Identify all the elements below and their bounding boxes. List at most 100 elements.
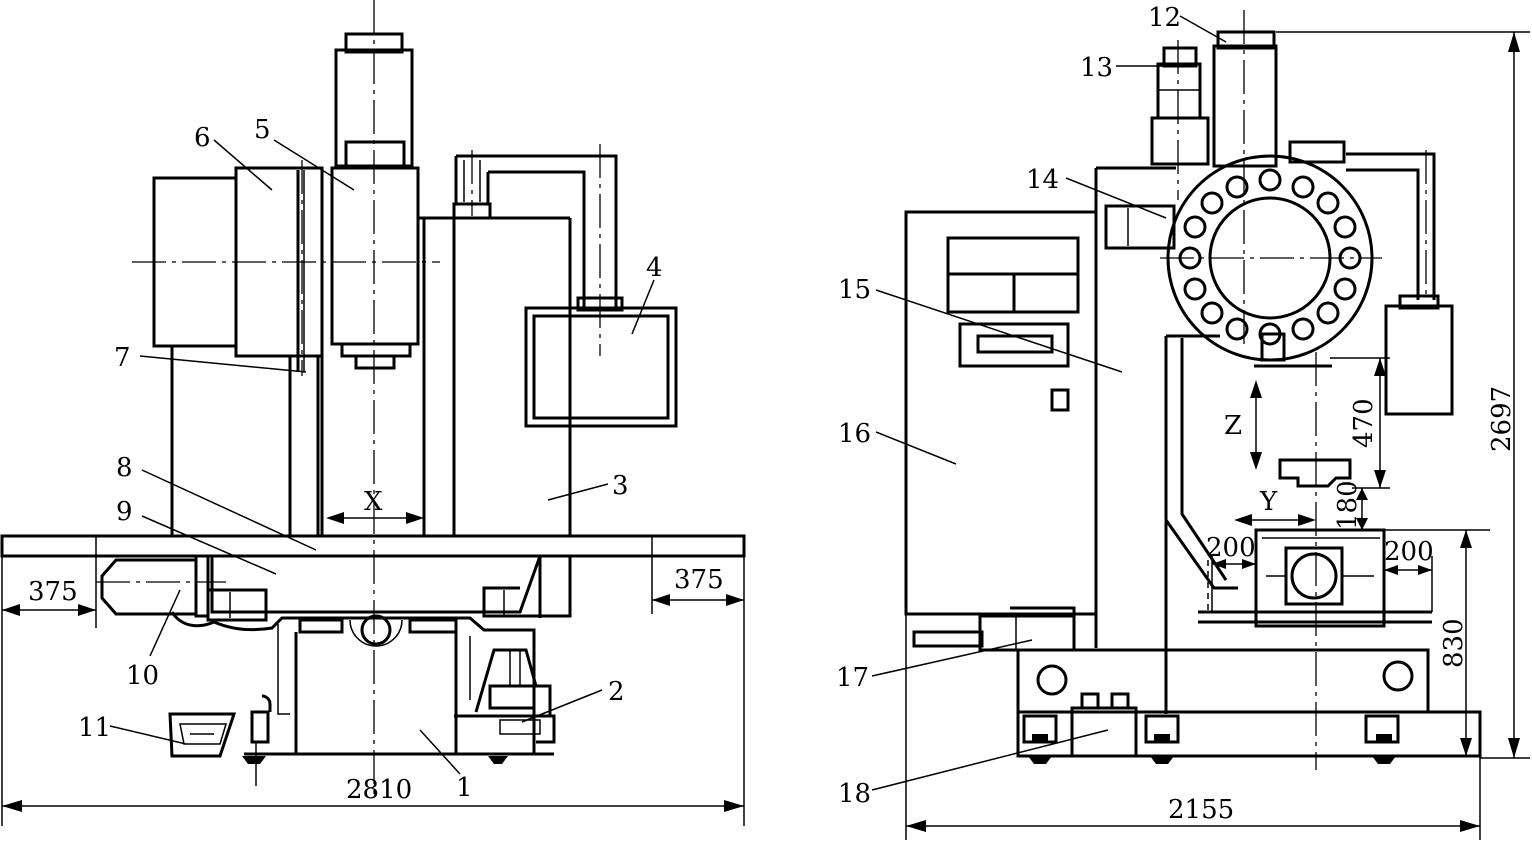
cabinet-button <box>1050 388 1070 412</box>
base-slot-2 <box>408 618 458 634</box>
callout-6: 6 <box>194 123 211 153</box>
base-edge <box>277 624 471 715</box>
tool-pocket <box>1333 277 1357 301</box>
dim-2697: 2697 <box>1487 386 1517 452</box>
leader-8 <box>141 469 317 551</box>
leader-11 <box>109 725 187 745</box>
callout-11: 11 <box>78 713 111 743</box>
cable-duct <box>454 154 618 308</box>
callout-12: 12 <box>1148 3 1181 33</box>
chip-tray-inner <box>179 723 228 745</box>
callout-4: 4 <box>646 253 663 283</box>
ballscrew-end <box>360 614 392 646</box>
dim-375l-a1 <box>2 604 20 616</box>
dim-2697-a1 <box>1508 32 1520 52</box>
leader-4 <box>631 279 655 335</box>
tool-pocket <box>1183 215 1207 239</box>
side-foot-2 <box>1150 756 1174 764</box>
x-arrow-left <box>326 512 344 524</box>
dim-200l-a1 <box>1212 559 1226 569</box>
cabinet-slot <box>976 334 1054 354</box>
pendant-screen <box>532 314 670 420</box>
x-drive-coupling <box>194 554 210 618</box>
motor-13 <box>1156 62 1202 120</box>
saddle <box>210 555 542 614</box>
callout-7: 7 <box>114 343 131 373</box>
spindle-nose <box>340 342 412 358</box>
table-tslot <box>1284 546 1344 606</box>
coolant-tab-1 <box>1080 692 1100 710</box>
dim-375-right: 375 <box>674 565 724 595</box>
dim-375r-a1 <box>652 594 670 606</box>
foot-pad-3 <box>1376 734 1392 742</box>
z-motor-12 <box>1212 44 1278 168</box>
table-rail <box>1262 537 1380 577</box>
machine-base <box>170 611 536 756</box>
leader-12 <box>1179 15 1227 43</box>
side-foot-3 <box>1372 756 1396 764</box>
leader-10 <box>149 589 181 657</box>
callout-10: 10 <box>126 661 159 691</box>
z-motor-cap <box>1216 30 1276 50</box>
magazine-holder <box>1260 332 1286 362</box>
lift-hole-right <box>1382 660 1414 692</box>
dim-2810-arrow-l <box>2 800 22 812</box>
side-duct-mount <box>1398 294 1440 310</box>
tool-pocket <box>1316 301 1340 325</box>
x-drive-motor <box>100 558 198 616</box>
leader-6 <box>213 139 273 191</box>
callout-18: 18 <box>838 779 871 809</box>
foot-pad-1 <box>1032 734 1048 742</box>
leader-17 <box>871 639 1033 677</box>
callout-8: 8 <box>116 453 133 483</box>
dim-470-a1 <box>1374 358 1386 376</box>
dim-375l-a2 <box>78 604 96 616</box>
base-slot-1 <box>298 618 344 634</box>
front-view: X 2810 375 375 1 2 3 4 5 6 <box>0 0 746 826</box>
spindle-collar <box>344 140 406 170</box>
dim-180-a1 <box>1356 488 1368 500</box>
z-arrow-down <box>1250 452 1262 470</box>
side-duct <box>1346 152 1436 300</box>
tool-pocket <box>1316 191 1340 215</box>
callout-13: 13 <box>1080 53 1113 83</box>
electrical-cabinet <box>904 210 1098 616</box>
dim-2697-a2 <box>1508 738 1520 758</box>
y-arrow-right <box>1298 514 1316 526</box>
dim-2155-a1 <box>906 820 926 832</box>
chip-tray <box>168 712 237 758</box>
coolant-tank-18 <box>1070 706 1138 758</box>
tool-pocket <box>1291 175 1315 199</box>
foot-pad-2 <box>1154 734 1170 742</box>
magazine-arm <box>1104 204 1176 250</box>
leader-3 <box>547 483 609 501</box>
leader-7 <box>139 355 307 373</box>
leader-16 <box>875 431 957 465</box>
tool-pocket <box>1200 191 1224 215</box>
dim-2155: 2155 <box>1168 795 1234 825</box>
dim-200-left: 200 <box>1206 533 1256 563</box>
lift-hole-left <box>1036 664 1068 696</box>
levelling-pad <box>454 648 556 744</box>
pad-block <box>488 684 536 710</box>
y-arrow-left <box>1234 514 1252 526</box>
dim-200r-a1 <box>1384 565 1398 575</box>
callout-16: 16 <box>838 419 871 449</box>
tool-pocket <box>1291 317 1315 341</box>
callout-2: 2 <box>608 677 625 707</box>
side-base <box>1016 710 1482 758</box>
dim-830-a2 <box>1460 738 1472 756</box>
table-ballscrew <box>1290 552 1338 600</box>
leader-1 <box>419 729 461 775</box>
motor-13-cap <box>1162 46 1198 68</box>
x-arrow-right <box>406 512 424 524</box>
side-base-upper <box>1016 648 1430 714</box>
dim-375-left: 375 <box>28 577 78 607</box>
callout-14: 14 <box>1026 165 1059 195</box>
worktable <box>0 534 746 558</box>
motor-13-body <box>1150 116 1210 166</box>
z-arrow-up <box>1250 380 1262 398</box>
control-pendant <box>524 306 678 428</box>
y-axis-label: Y <box>1259 487 1278 517</box>
